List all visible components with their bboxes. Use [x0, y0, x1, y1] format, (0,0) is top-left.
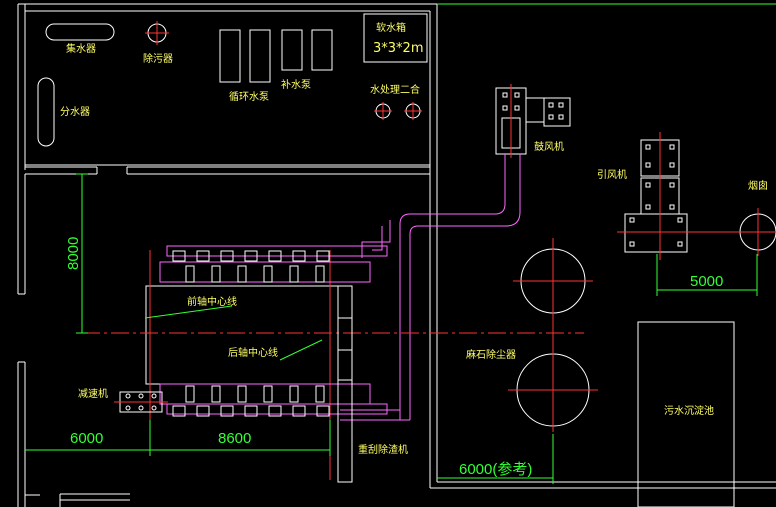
reducer: 减速机: [78, 387, 168, 413]
circ-pump-1: [219, 29, 241, 83]
chimney-label: 烟囱: [748, 179, 768, 192]
circ-pump-label: 循环水泵: [229, 90, 269, 103]
boiler-outline: [145, 285, 353, 385]
dust-collector-label: 麻石除尘器: [466, 348, 516, 361]
water-treatment-label: 水处理二合: [370, 83, 420, 96]
top-dampers: [172, 250, 330, 283]
dimension-8000: 8000: [65, 237, 82, 270]
front-axis-label: 前轴中心线: [187, 295, 237, 308]
blower-label: 鼓风机: [534, 140, 564, 153]
induced-fan-label: 引风机: [597, 168, 627, 181]
dimension-6000: 6000: [70, 430, 103, 447]
sewage-tank: 污水沉淀池: [637, 321, 735, 507]
sewage-tank-outline: [637, 321, 735, 507]
makeup-pump-label: 补水泵: [281, 78, 311, 91]
dust-collector-assembly: 麻石除尘器: [466, 238, 598, 432]
dimension-8600: 8600: [218, 430, 251, 447]
induced-fan-body: [624, 213, 688, 253]
water-tank-size: 3*3*2m: [373, 41, 423, 56]
dimensions: 8000 6000 8600 6000(参考): [25, 173, 554, 484]
blower-assembly: 鼓风机: [340, 84, 571, 421]
water-distributor-label: 分水器: [60, 106, 90, 118]
water-tank: [363, 13, 428, 63]
makeup-pump-1: [281, 29, 303, 71]
pump-room: 集水器 除污器 分水器 循环水泵 补水泵 软水箱 3*3*2m 水处理二合: [37, 13, 428, 147]
boiler-grate: 前轴中心线 后轴中心线: [82, 245, 584, 480]
building-walls: [17, 3, 776, 507]
water-distributor-vessel: [37, 77, 55, 147]
circ-pump-2: [249, 29, 271, 83]
blower-motor: [543, 97, 571, 127]
slag-remover-body: [337, 285, 353, 483]
slag-remover-label: 重刮除渣机: [358, 443, 408, 456]
bottom-dampers: [172, 385, 330, 417]
dimension-5000: 5000: [690, 273, 723, 290]
water-collector-vessel: [45, 23, 115, 41]
water-tank-title: 软水箱: [376, 21, 406, 34]
reducer-label: 减速机: [78, 387, 108, 400]
dirt-separator-label: 除污器: [143, 52, 173, 65]
rear-axis-label: 后轴中心线: [228, 346, 278, 359]
makeup-pump-2: [311, 29, 333, 71]
dimension-6000-ref: 6000(参考): [459, 461, 532, 478]
water-collector-label: 集水器: [66, 42, 96, 55]
slag-remover: 重刮除渣机: [337, 285, 408, 483]
induced-fan-assembly: 引风机 烟囱 5000: [597, 132, 776, 296]
sewage-tank-label: 污水沉淀池: [664, 404, 714, 417]
